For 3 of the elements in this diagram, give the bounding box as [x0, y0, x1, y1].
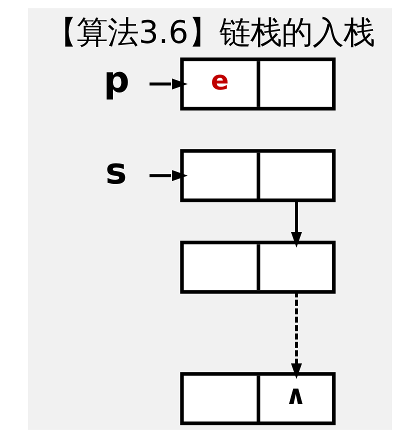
node-text: s [104, 149, 126, 192]
diagram-title: 【算法3.6】链栈的入栈 [45, 14, 374, 51]
node-text: p [103, 58, 130, 101]
